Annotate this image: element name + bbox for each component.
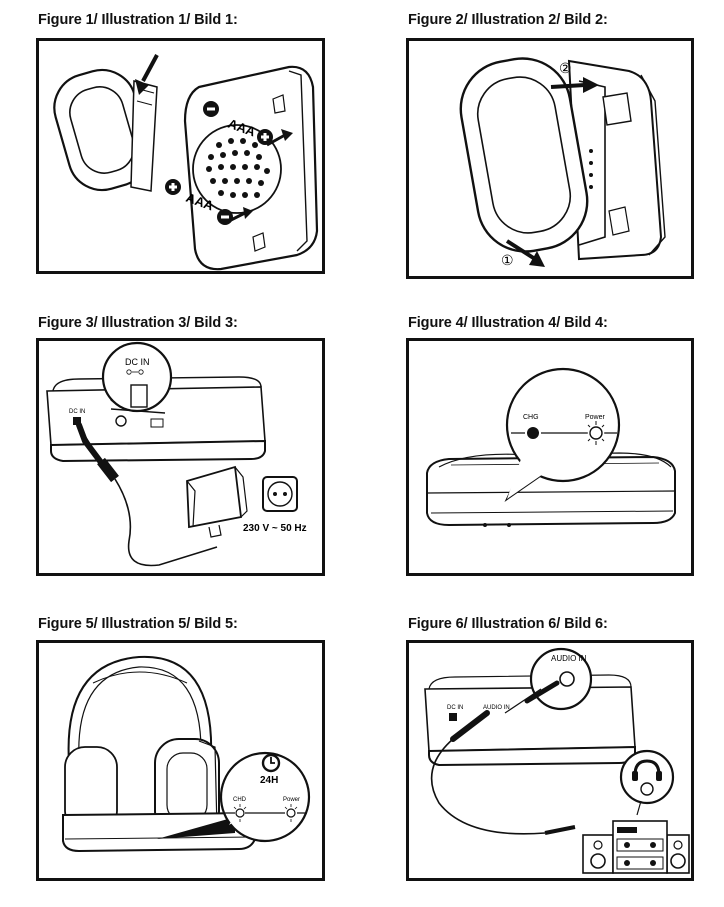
figure-6-caption: Figure 6/ Illustration 6/ Bild 6: [408,616,608,632]
dc-in-small-label: DC IN [447,705,463,711]
audio-in-zoom-label: AUDIO IN [551,654,587,663]
chd-led-icon [235,808,245,818]
dc-in-small-label: DC IN [69,409,85,415]
headphone-callout [619,749,675,805]
figure-3-panel: DC IN DC IN 230 V ~ 50 Hz [36,338,325,576]
dc-in-zoom-label: DC IN [125,357,150,367]
figure-5-illustration: 24H CHD Power [62,655,311,853]
audio-in-small-label: AUDIO IN [483,705,510,711]
figure-6-panel: DC IN AUDIO IN AUDIO IN [406,640,694,881]
figure-1-illustration: AAA AAA [53,54,319,271]
figure-5-panel: 24H CHD Power [36,640,325,881]
power-led-icon [589,426,603,440]
figure-1-caption: Figure 1/ Illustration 1/ Bild 1: [38,12,238,28]
mains-label: 230 V ~ 50 Hz [243,523,307,534]
power-label: Power [585,414,606,421]
step-1-label: ① [501,252,514,268]
figure-3-caption: Figure 3/ Illustration 3/ Bild 3: [38,315,238,331]
chd-label: CHD [233,797,247,803]
chg-label: CHG [523,414,539,421]
power-label: Power [283,797,300,803]
figure-3-illustration: DC IN DC IN 230 V ~ 50 Hz [46,341,307,567]
figure-6-illustration: DC IN AUDIO IN AUDIO IN [424,647,690,874]
figure-4-illustration: CHG Power [426,367,676,527]
power-led-icon [286,808,296,818]
figure-5-caption: Figure 5/ Illustration 5/ Bild 5: [38,616,238,632]
figure-2-illustration: ② ① [459,57,666,268]
figure-1-panel: AAA AAA [36,38,325,274]
figure-2-caption: Figure 2/ Illustration 2/ Bild 2: [408,12,608,28]
speaker-grille [206,138,270,198]
time-label: 24H [260,775,278,786]
figure-2-panel: ② ① [406,38,694,279]
figure-4-caption: Figure 4/ Illustration 4/ Bild 4: [408,315,608,331]
battery-top: AAA [203,101,293,147]
step-2-label: ② [559,60,572,76]
figure-4-panel: CHG Power [406,338,694,576]
